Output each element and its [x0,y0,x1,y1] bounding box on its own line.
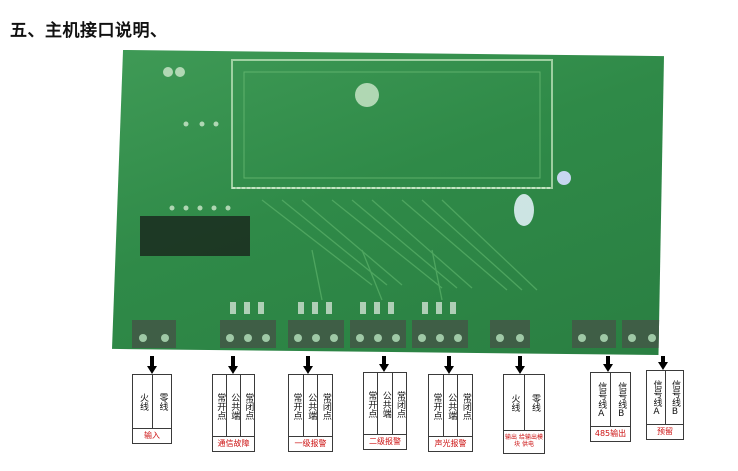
terminal-column: 火线 [133,375,153,429]
pointer-arrow-icon [515,356,525,374]
terminal-label: 常开点 [431,392,442,420]
terminal-column: 公共端 [444,375,459,437]
interface-label-box: 常开点公共端常闭点二级报警 [363,372,407,450]
terminal-column: 信号线B [611,373,630,427]
pointer-arrow-icon [444,356,454,374]
terminal-label: 火线 [137,393,148,411]
interface-label-box: 常开点公共端常闭点一级报警 [288,374,333,452]
terminal-label: 公共端 [306,392,317,420]
pointer-arrow-icon [303,356,313,374]
terminal-label: 信号线B [616,381,627,419]
terminal-column: 常闭点 [393,373,406,435]
terminal-label: 信号线A [596,381,607,419]
terminal-label: 常闭点 [320,392,331,420]
terminal-column: 常开点 [213,375,227,437]
interface-caption: 声光报警 [429,436,472,451]
terminal-column: 常闭点 [318,375,332,437]
interface-label-box: 信号线A 信号线B 485输出 [590,372,631,442]
terminal-column: 常开点 [429,375,444,437]
pointer-arrow-icon [658,356,668,370]
terminal-label: 常开点 [366,390,377,418]
pointer-arrow-icon [228,356,238,374]
terminal-label: 信号线B [669,379,680,417]
terminal-label: 公共端 [446,392,457,420]
terminal-label: 信号线A [651,379,662,417]
pointer-arrow-icon [147,356,157,374]
terminal-label: 公共端 [229,392,240,420]
interface-caption: 二级报警 [364,434,406,449]
terminal-label: 公共端 [380,390,391,418]
terminal-label: 常闭点 [460,392,471,420]
terminal-column: 零线 [153,375,172,429]
terminal-label: 常闭点 [243,392,254,420]
interface-caption: 485输出 [591,426,630,441]
terminal-column: 信号线A [591,373,611,427]
interface-caption: 输出 给输出模块 供电 [504,430,544,453]
board-traces [132,59,662,348]
terminal-label: 火线 [509,394,520,412]
terminal-column: 信号线B [666,371,684,425]
terminal-column: 公共端 [304,375,319,437]
terminal-label: 零线 [529,394,540,412]
terminal-column: 公共端 [227,375,241,437]
pointer-arrow-icon [603,356,613,372]
interface-caption: 预留 [647,424,683,439]
terminal-column: 火线 [504,375,525,431]
terminal-column: 常闭点 [241,375,254,437]
terminal-column: 常闭点 [458,375,472,437]
terminal-label: 常闭点 [395,390,406,418]
interface-label-box: 火线零线输出 给输出模块 供电 [503,374,545,454]
terminal-column: 信号线A [647,371,666,425]
page-title: 五、主机接口说明、 [10,21,168,41]
terminal-label: 常开点 [215,392,226,420]
terminal-column: 公共端 [378,373,393,435]
terminal-column: 零线 [525,375,545,431]
interface-label-box: 火线零线输入 [132,374,172,444]
terminal-label: 零线 [157,393,168,411]
interface-caption: 通信故障 [213,436,254,451]
interface-label-box: 常开点公共端常闭点通信故障 [212,374,255,452]
interface-label-box: 信号线A 信号线B 预留 [646,370,684,440]
pointer-arrow-icon [379,356,389,372]
terminal-column: 常开点 [364,373,379,435]
interface-caption: 输入 [133,428,171,443]
circuit-board-photo [112,50,664,355]
interface-caption: 一级报警 [289,436,332,451]
terminal-column: 常开点 [289,375,304,437]
terminal-label: 常开点 [291,392,302,420]
interface-label-box: 常开点公共端常闭点声光报警 [428,374,473,452]
